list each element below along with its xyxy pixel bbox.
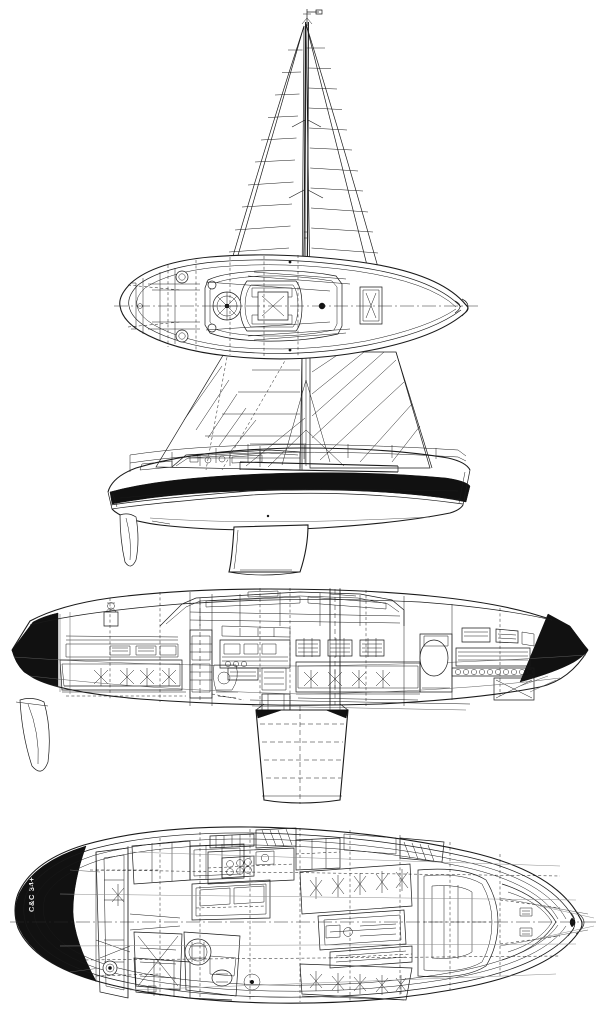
- icebox: [296, 838, 340, 870]
- v-berth: [452, 628, 534, 676]
- galley-sink: [256, 851, 274, 865]
- settee-cushion-pattern: [303, 670, 391, 688]
- fin-keel: [229, 525, 308, 575]
- mainsail-lower-panel: [310, 352, 432, 468]
- aft-berth-lower: [134, 932, 182, 990]
- anchor-well: [500, 884, 560, 960]
- saloon-table-plan: [318, 910, 406, 950]
- view-accommodation-plan: C&C 34+: [10, 827, 598, 1003]
- v-berth-cushion-pattern: [455, 669, 533, 675]
- anchor-locker: [494, 678, 534, 700]
- hull-profile: [108, 444, 470, 575]
- deck-plan-overlay: [114, 255, 478, 359]
- view-sail-plan: [108, 9, 478, 575]
- aft-cabin-berth: [60, 636, 186, 696]
- hull-station-lines: [60, 828, 576, 1002]
- nav-station: [228, 668, 286, 690]
- starboard-settee-lower: [300, 964, 412, 1000]
- transom-label: C&C 34+: [27, 877, 36, 912]
- galley-stove: [222, 856, 254, 878]
- galley-plan: [208, 834, 294, 884]
- v-berth-plan: [418, 869, 498, 977]
- engine-compartment: [212, 665, 244, 700]
- boom: [240, 443, 398, 472]
- keel-section: [256, 704, 348, 804]
- rudder-section: [16, 698, 49, 771]
- settee-cushion-pattern-stbd: [309, 869, 409, 899]
- galley: [220, 626, 290, 668]
- dorade-vent-icon: [104, 603, 118, 626]
- port-settee: [192, 880, 270, 920]
- spade-rudder: [120, 514, 138, 566]
- view-interior-profile: [12, 588, 588, 804]
- berth-cushion-pattern: [93, 668, 177, 686]
- nav-desk: [330, 946, 412, 968]
- masthead-wind-indicator-icon: [302, 9, 322, 26]
- starboard-settee: [300, 864, 412, 914]
- settee-cushion-pattern-lower: [309, 971, 407, 995]
